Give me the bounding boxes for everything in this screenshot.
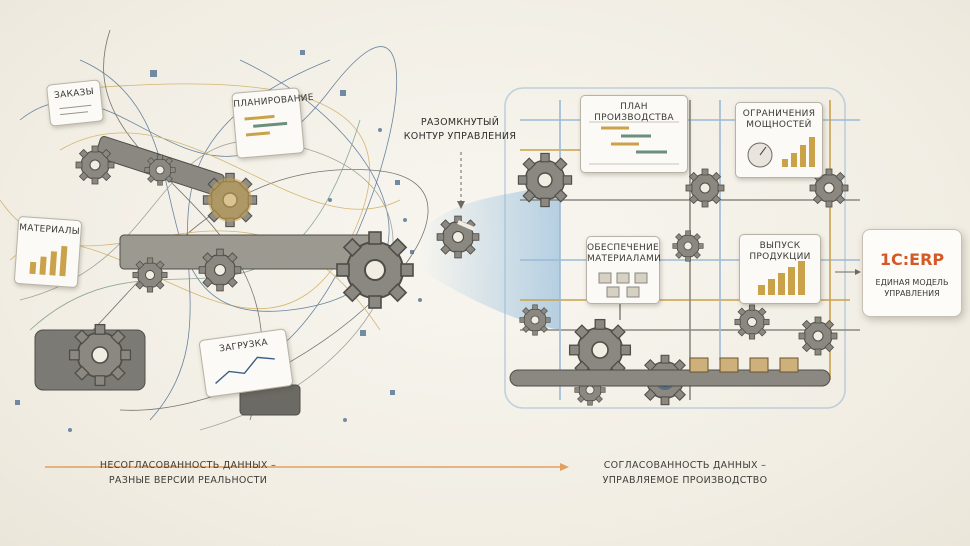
capacity-limits-label: ОГРАНИЧЕНИЯ МОЩНОСТЕЙ bbox=[742, 109, 816, 130]
material-supply-label: ОБЕСПЕЧЕНИЕ МАТЕРИАЛАМИ bbox=[587, 243, 662, 264]
bar-chart-icon bbox=[29, 245, 68, 277]
left-caption: НЕСОГЛАСОВАННОСТЬ ДАННЫХ – РАЗНЫЕ ВЕРСИИ… bbox=[99, 460, 277, 486]
production-plan-card: ПЛАН ПРОИЗВОДСТВА bbox=[580, 95, 688, 173]
materials-card: МАТЕРИАЛЫ bbox=[13, 215, 83, 289]
erp-subtitle: ЕДИНАЯ МОДЕЛЬ УПРАВЛЕНИЯ bbox=[875, 278, 949, 298]
crate-icon bbox=[598, 272, 648, 298]
material-supply-card: ОБЕСПЕЧЕНИЕ МАТЕРИАЛАМИ bbox=[586, 236, 662, 304]
product-output-card: ВЫПУСК ПРОДУКЦИИ bbox=[739, 234, 821, 304]
data-flow-stream bbox=[420, 180, 560, 330]
erp-card: 1С:ERP ЕДИНАЯ МОДЕЛЬ УПРАВЛЕНИЯ bbox=[862, 229, 962, 317]
planning-card: ПЛАНИРОВАНИЕ bbox=[231, 87, 314, 159]
conveyor-icon bbox=[509, 357, 831, 387]
production-plan-label: ПЛАН ПРОИЗВОДСТВА bbox=[594, 102, 674, 123]
orders-card: ЗАКАЗЫ bbox=[45, 79, 105, 127]
scattered-particles bbox=[15, 50, 422, 432]
bar-chart-icon bbox=[758, 261, 805, 295]
left-machinery bbox=[34, 135, 414, 416]
bar-chart-icon bbox=[782, 137, 815, 167]
gantt-icon bbox=[589, 121, 679, 165]
open-loop-gear-icon bbox=[436, 215, 480, 259]
right-caption: СОГЛАСОВАННОСТЬ ДАННЫХ – УПРАВЛЯЕМОЕ ПРО… bbox=[602, 460, 768, 486]
gauge-icon bbox=[747, 142, 773, 168]
gantt-icon bbox=[244, 114, 288, 137]
capacity-limits-card: ОГРАНИЧЕНИЯ МОЩНОСТЕЙ bbox=[735, 102, 823, 178]
open-loop-label: РАЗОМКНУТЫЙ КОНТУР УПРАВЛЕНИЯ bbox=[403, 117, 517, 142]
loading-card: ЗАГРУЗКА bbox=[198, 328, 294, 398]
line-chart-icon bbox=[215, 356, 275, 384]
erp-title: 1С:ERP bbox=[879, 250, 945, 269]
product-output-label: ВЫПУСК ПРОДУКЦИИ bbox=[749, 241, 811, 262]
